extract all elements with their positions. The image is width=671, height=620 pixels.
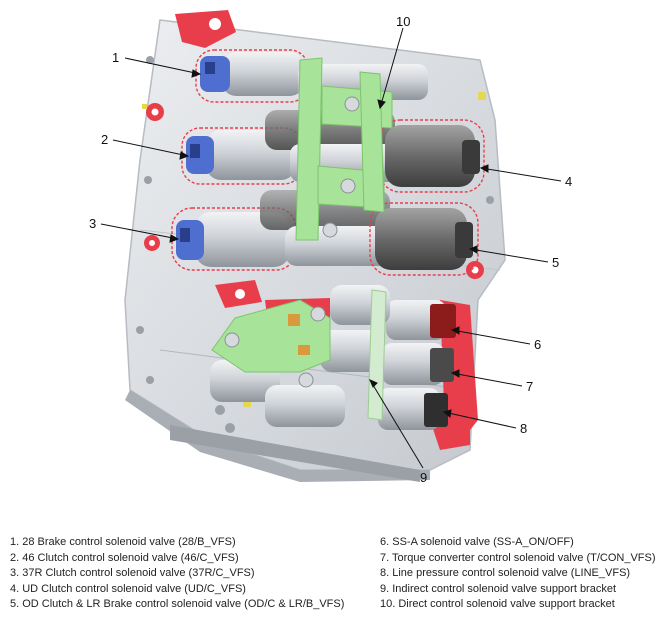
callout-1: 1 (112, 50, 119, 65)
callout-labels: 1 2 3 4 5 6 7 8 9 10 (89, 14, 572, 485)
leader-lines (100, 27, 562, 469)
callout-10: 10 (396, 14, 410, 29)
legend-item-4: 4. UD Clutch control solenoid valve (UD/… (10, 582, 246, 595)
indirect-support-bracket (211, 289, 387, 421)
legend-item-8: 8. Line pressure control solenoid valve … (380, 567, 631, 580)
legend-item-6: 6. SS-A solenoid valve (SS-A_ON/OFF) (380, 536, 574, 548)
legend-item-3: 3. 37R Clutch control solenoid valve (37… (10, 567, 255, 580)
solenoid-udc (379, 119, 485, 193)
parts-legend: 1. 28 Brake control solenoid valve (28/B… (10, 535, 670, 620)
legend-item-5: 5. OD Clutch & LR Brake control solenoid… (10, 598, 345, 611)
legend-item-10: 10. Direct control solenoid valve suppor… (380, 598, 615, 611)
direct-support-bracket (295, 57, 393, 241)
legend-item-1: 1. 28 Brake control solenoid valve (28/B… (10, 536, 236, 548)
valve-body-illustration: 1 2 3 4 5 6 7 8 9 10 (89, 10, 572, 485)
valve-body-svg: 1 2 3 4 5 6 7 8 9 10 (89, 10, 572, 485)
solenoid-odc-lrb (369, 202, 479, 276)
legend-item-7: 7. Torque converter control solenoid val… (380, 551, 656, 564)
callout-4: 4 (565, 174, 572, 189)
legend-column-left: 1. 28 Brake control solenoid valve (28/B… (10, 535, 370, 613)
legend-item-2: 2. 46 Clutch control solenoid valve (46/… (10, 551, 239, 564)
callout-8: 8 (520, 421, 527, 436)
callout-9: 9 (420, 470, 427, 485)
legend-column-right: 6. SS-A solenoid valve (SS-A_ON/OFF) 7. … (380, 535, 670, 613)
solenoid-line (378, 388, 448, 430)
callout-6: 6 (534, 337, 541, 352)
solenoid-28b (195, 49, 309, 103)
solenoid-tcon (382, 343, 454, 385)
legend-item-9: 9. Indirect control solenoid valve suppo… (380, 582, 617, 595)
bolts (136, 56, 494, 433)
callout-7: 7 (526, 379, 533, 394)
solenoid-ssa (386, 300, 456, 340)
callout-3: 3 (89, 216, 96, 231)
callout-2: 2 (101, 132, 108, 147)
callout-5: 5 (552, 255, 559, 270)
